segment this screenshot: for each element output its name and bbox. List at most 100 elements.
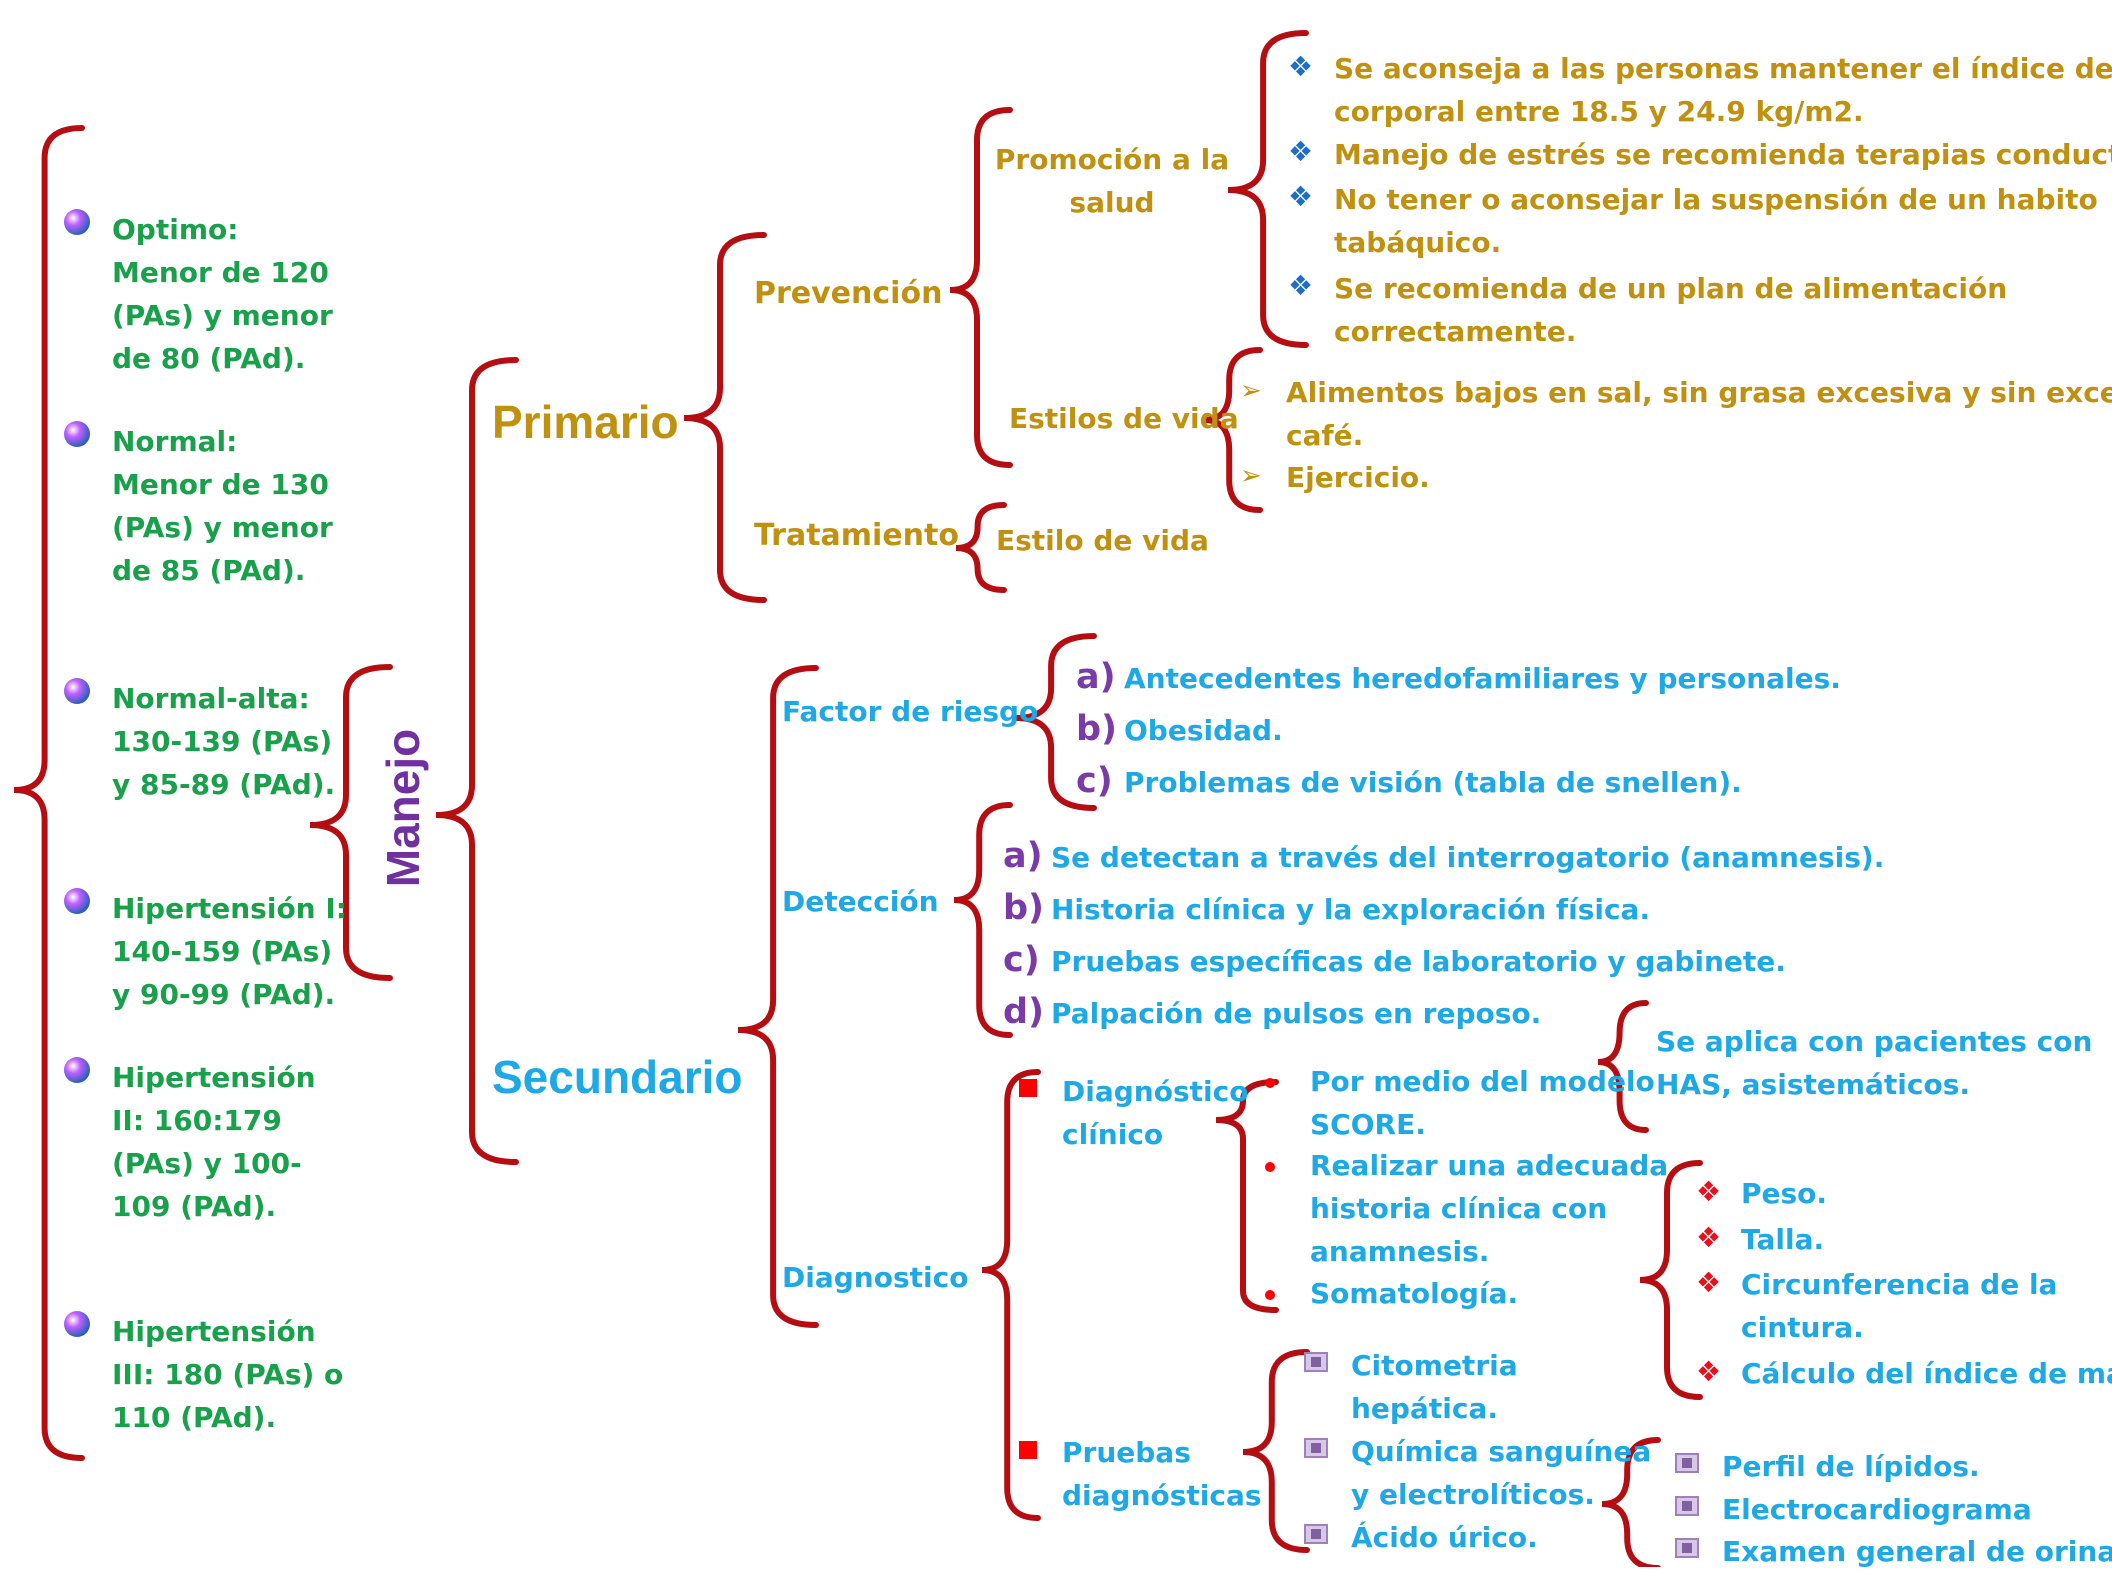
arrow-icon: ➢ [1240,376,1262,406]
class-line: II: 160:179 [112,1104,282,1137]
item-line: Examen general de orina. [1722,1535,2112,1568]
pruebas-extra-item: Examen general de orina. [1722,1530,2112,1573]
factor-item: a)Antecedentes heredofamiliares y person… [1076,656,1841,700]
item-text: Problemas de visión (tabla de snellen). [1124,766,1742,799]
somatologia-item: Circunferencia de la cintura. [1741,1263,2057,1349]
pruebas-title: Pruebas diagnósticas [1062,1431,1262,1517]
curly-brace [1639,1160,1703,1400]
deteccion-title: Detección [782,885,939,918]
diamond-icon: ❖ [1696,1266,1722,1299]
list-letter: a) [1076,657,1116,697]
pruebas-line: diagnósticas [1062,1479,1262,1512]
somatologia-item: Peso. [1741,1172,1827,1215]
clinico-line: Diagnóstico [1062,1075,1249,1108]
diamond-icon: ❖ [1288,269,1314,302]
class-line: Hipertensión [112,1061,316,1094]
somatologia-item: Cálculo del índice de masa [1741,1352,2112,1395]
monitor-icon [1304,1438,1328,1458]
note-line: Se aplica con pacientes con [1656,1025,2093,1058]
deteccion-item: d)Palpación de pulsos en reposo. [1003,991,1541,1035]
item-line: café. [1286,419,1364,452]
curly-brace [1227,30,1309,348]
promocion-item: Manejo de estrés se recomienda terapias … [1334,133,2112,176]
item-text: Pruebas específicas de laboratorio y gab… [1051,945,1786,978]
item-line: cintura. [1741,1311,1864,1344]
class-line: Normal: [112,425,238,458]
deteccion-item: a)Se detectan a través del interrogatori… [1003,835,1884,879]
promocion-item: Se aconseja a las personas mantener el í… [1334,47,2112,133]
diamond-icon: ❖ [1288,50,1314,83]
pruebas-item: Ácido úrico. [1351,1516,1538,1559]
curly-brace [309,664,393,981]
factor-title: Factor de riesgo [782,695,1039,728]
item-line: tabáquico. [1334,226,1502,259]
curly-brace [1242,1349,1310,1553]
curly-brace [1597,1000,1649,1133]
promocion-line: salud [1069,186,1155,219]
diamond-icon: ❖ [1288,135,1314,168]
promocion-item: Se recomienda de un plan de alimentación… [1334,267,2007,353]
clinico-title: Diagnóstico clínico [1062,1070,1248,1156]
pruebas-extra-item: Electrocardiograma [1722,1488,2032,1531]
item-line: Se recomienda de un plan de alimentación [1334,272,2008,305]
item-line: Realizar una adecuada [1310,1149,1669,1182]
monitor-icon [1675,1496,1699,1516]
item-text: Palpación de pulsos en reposo. [1051,997,1542,1030]
dot-bullet-icon [1265,1162,1275,1172]
deteccion-item: c)Pruebas específicas de laboratorio y g… [1003,939,1786,983]
diamond-icon: ❖ [1696,1175,1722,1208]
orb-icon [64,888,90,914]
class-hipertension-3: Hipertensión III: 180 (PAs) o 110 (PAd). [112,1310,343,1439]
promocion-item: No tener o aconsejar la suspensión de un… [1334,178,2098,264]
factor-item: b)Obesidad. [1076,708,1283,752]
clinico-item: Realizar una adecuada historia clínica c… [1310,1144,1668,1273]
class-line: 130-139 (PAs) [112,725,333,758]
curly-brace [949,107,1013,468]
item-line: anamnesis. [1310,1235,1490,1268]
item-line: Por medio del modelo [1310,1065,1655,1098]
diamond-icon: ❖ [1288,180,1314,213]
curly-brace [953,802,1013,1038]
square-bullet-icon [1019,1079,1037,1097]
promocion-line: Promoción a la [994,143,1230,176]
estilos-item: Alimentos bajos en sal, sin grasa excesi… [1286,371,2112,457]
curly-brace [683,232,767,603]
diagnostico-title: Diagnostico [782,1261,969,1294]
class-line: de 85 (PAd). [112,554,306,587]
estilos-item: Ejercicio. [1286,456,1430,499]
class-line: 110 (PAd). [112,1401,277,1434]
item-line: Ejercicio. [1286,461,1430,494]
list-letter: b) [1003,888,1045,928]
item-line: correctamente. [1334,315,1577,348]
item-line: Cálculo del índice de masa [1741,1357,2112,1390]
pruebas-extra-item: Perfil de lípidos. [1722,1445,1980,1488]
class-line: 140-159 (PAs) [112,935,333,968]
class-line: Normal-alta: [112,682,310,715]
class-line: (PAs) y menor [112,511,333,544]
curly-brace [1015,633,1097,811]
arrow-icon: ➢ [1240,461,1262,491]
class-line: de 80 (PAd). [112,342,306,375]
clinico-line: clínico [1062,1118,1164,1151]
item-line: Talla. [1741,1223,1825,1256]
curly-brace [13,125,85,1461]
curly-brace [737,665,819,1328]
orb-icon [64,421,90,447]
class-line: Menor de 120 [112,256,329,289]
pruebas-line: Pruebas [1062,1436,1191,1469]
class-line: Optimo: [112,213,239,246]
item-text: Obesidad. [1124,714,1283,747]
item-line: Se aconseja a las personas mantener el í… [1334,52,2112,85]
class-line: III: 180 (PAs) o [112,1358,344,1391]
item-line: Citometria [1351,1349,1518,1382]
prevencion-title: Prevención [754,276,943,311]
secundario-title: Secundario [492,1051,743,1103]
item-line: hepática. [1351,1392,1498,1425]
diamond-icon: ❖ [1696,1221,1722,1254]
monitor-icon [1675,1453,1699,1473]
class-normal: Normal: Menor de 130 (PAs) y menor de 85… [112,420,333,592]
manejo-label: Manejo [377,728,429,888]
primario-title: Primario [492,396,679,448]
